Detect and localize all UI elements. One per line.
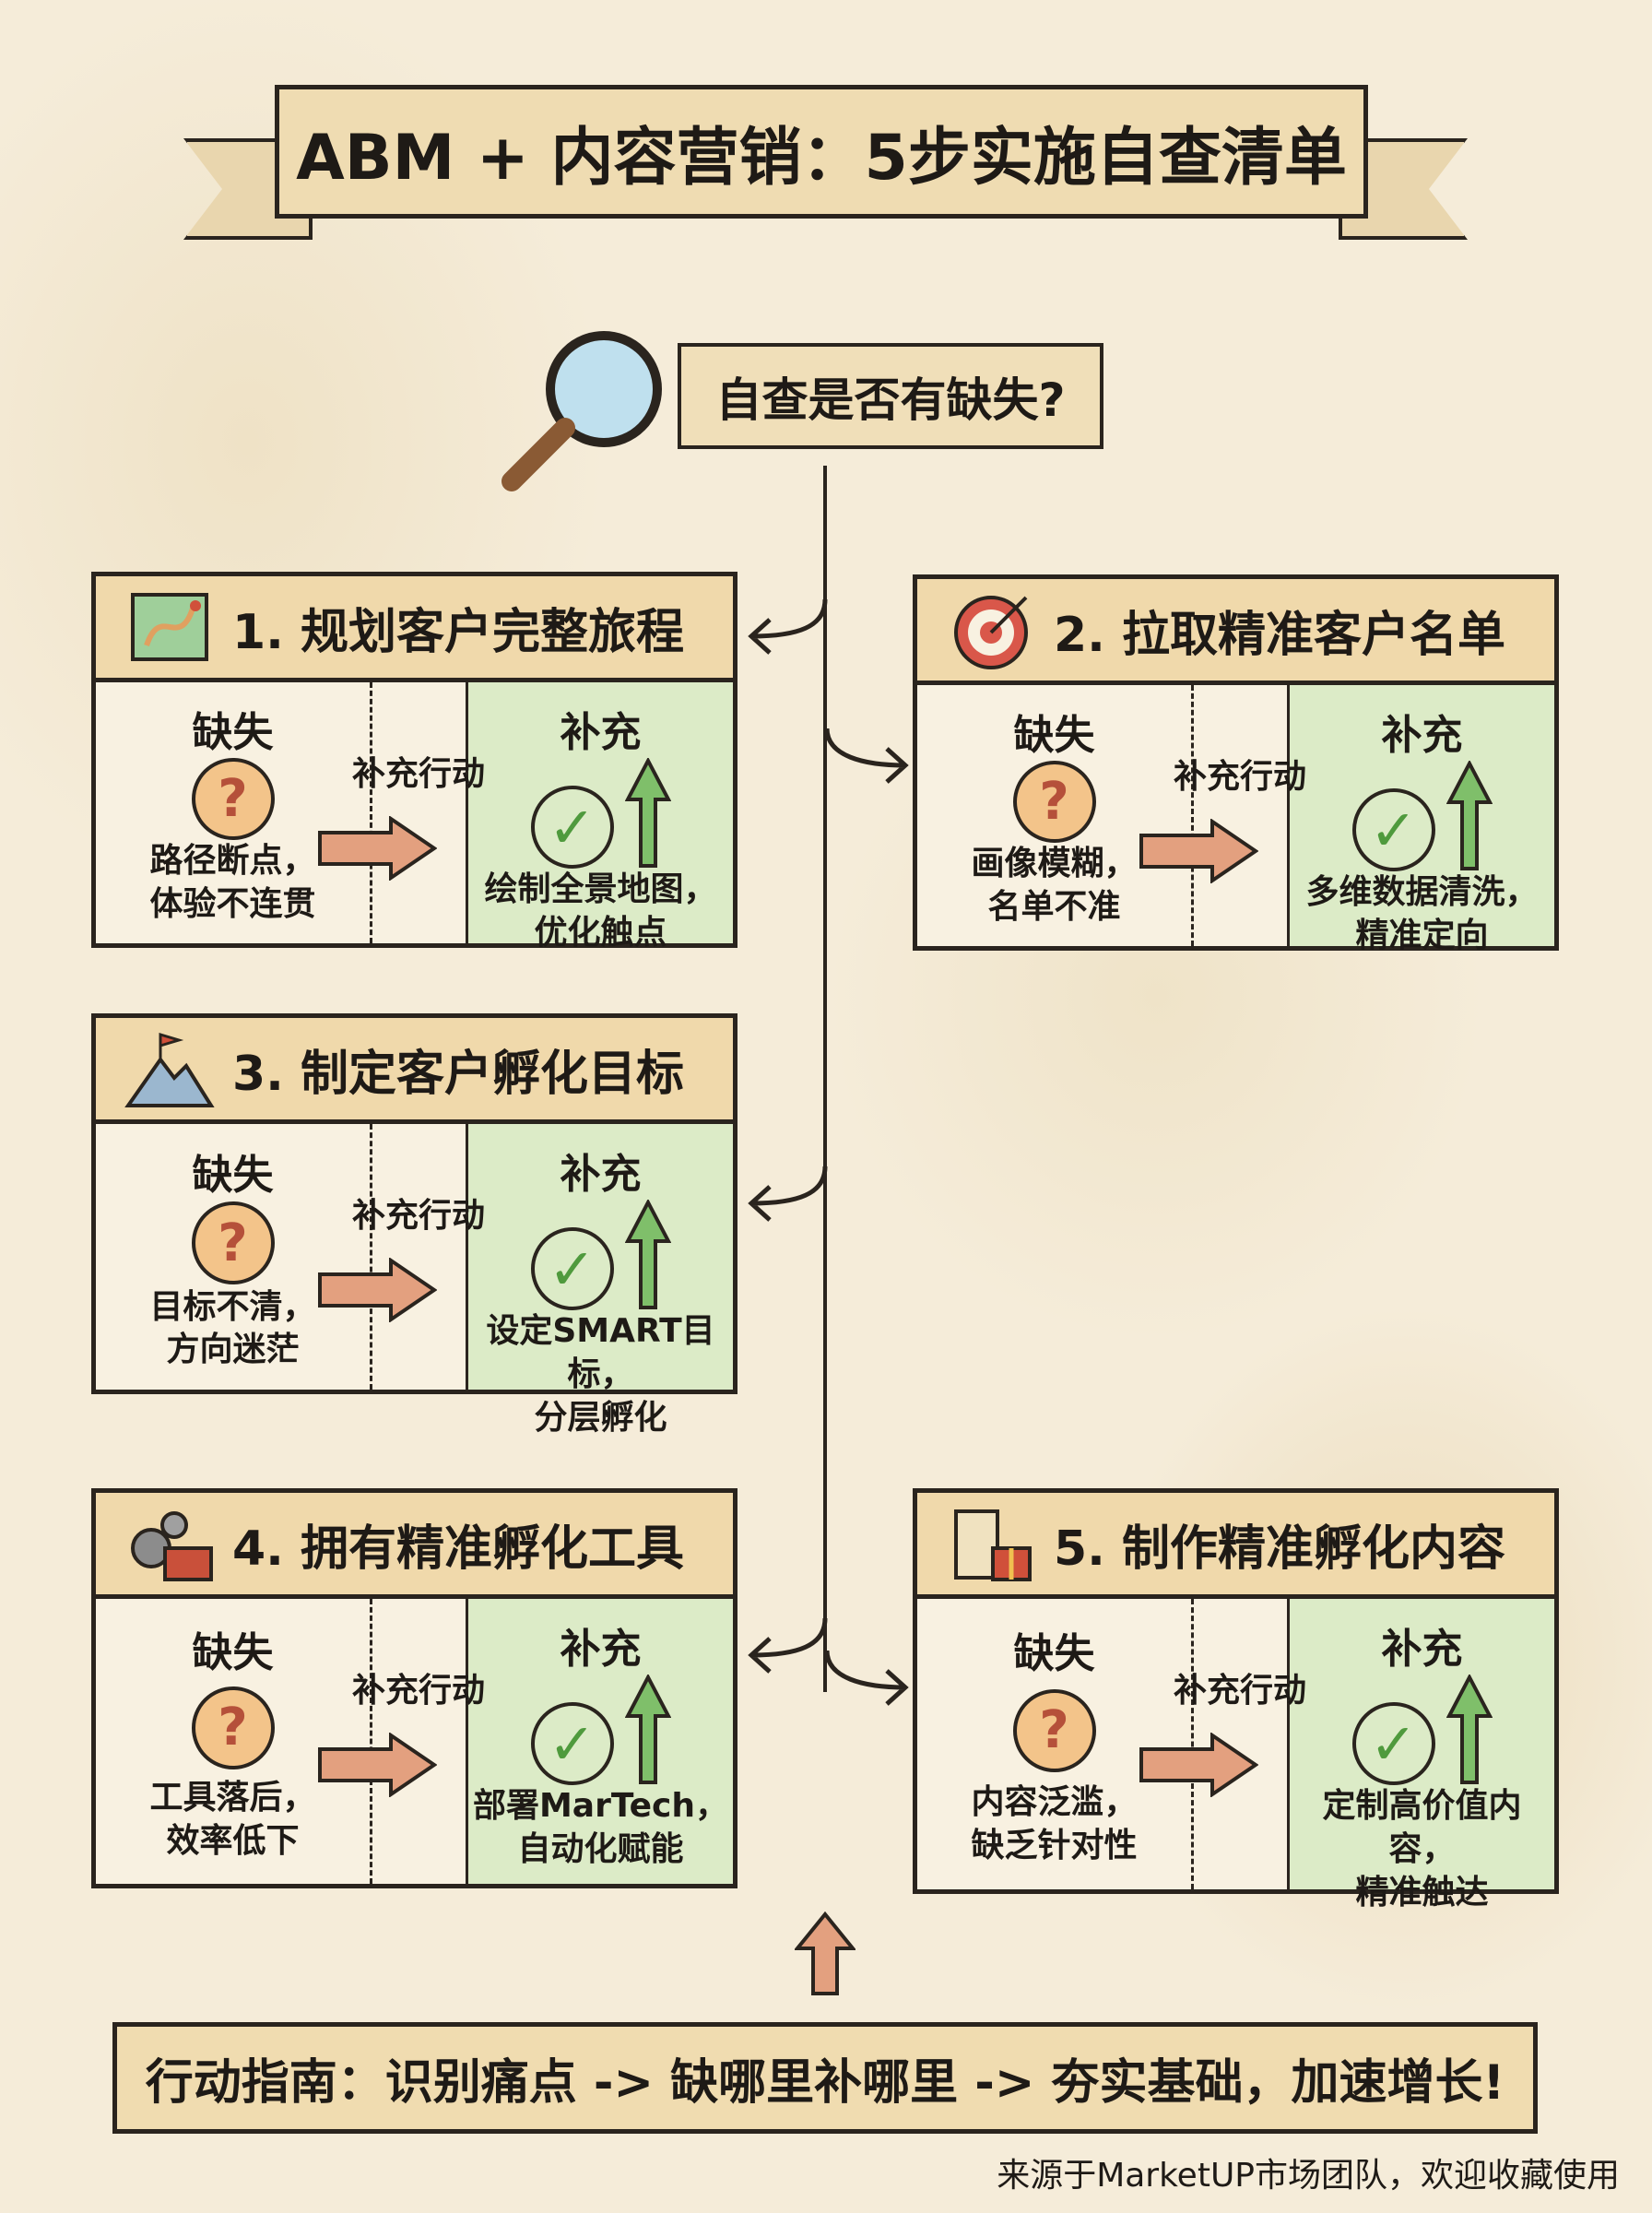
step-title: 1. 规划客户完整旅程 — [232, 604, 685, 660]
step-card-5: 5. 制作精准孵化内容 缺失 ? 内容泛滥， 缺乏针对性 补充行动 补充 ✓ 定… — [913, 1488, 1559, 1911]
step-header: 4. 拥有精准孵化工具 — [96, 1493, 733, 1599]
step-header: 2. 拉取精准客户名单 — [917, 579, 1554, 685]
missing-desc: 画像模糊， 名单不准 — [971, 845, 1138, 927]
action-label: 补充行动 — [351, 1672, 485, 1710]
add-label: 补充 — [560, 1626, 642, 1673]
step-title: 4. 拥有精准孵化工具 — [232, 1521, 685, 1577]
add-desc: 多维数据清洗， 精准定向 — [1305, 873, 1539, 954]
question-icon: ? — [191, 758, 275, 841]
action-label: 补充行动 — [1173, 1672, 1306, 1710]
action-label: 补充行动 — [351, 1197, 485, 1235]
missing-label: 缺失 — [192, 1151, 274, 1199]
action-column: 补充行动 — [1139, 685, 1306, 946]
step-title: 3. 制定客户孵化目标 — [232, 1046, 685, 1102]
action-column: 补充行动 — [1139, 1599, 1306, 1889]
action-column: 补充行动 — [318, 682, 485, 943]
add-column: 补充 ✓ 部署MarTech， 自动化赋能 — [468, 1599, 733, 1884]
missing-column: 缺失 ? 内容泛滥， 缺乏针对性 — [917, 1599, 1194, 1889]
add-column: 补充 ✓ 绘制全景地图， 优化触点 — [468, 682, 733, 952]
growth-arrow-icon — [624, 1675, 671, 1784]
growth-arrow-icon — [1446, 1675, 1493, 1784]
action-label: 补充行动 — [1173, 758, 1306, 796]
branch-arrow-left — [748, 1166, 828, 1222]
step-card-2: 2. 拉取精准客户名单 缺失 ? 画像模糊， 名单不准 补充行动 补充 ✓ 多维… — [913, 574, 1559, 954]
check-icon: ✓ — [1351, 788, 1435, 871]
step-header: 5. 制作精准孵化内容 — [917, 1493, 1554, 1599]
check-icon: ✓ — [530, 786, 614, 869]
missing-label: 缺失 — [192, 709, 274, 756]
missing-label: 缺失 — [192, 1629, 274, 1677]
add-desc: 部署MarTech， 自动化赋能 — [472, 1787, 729, 1868]
check-icon: ✓ — [1351, 1702, 1435, 1785]
missing-desc: 路径断点， 体验不连贯 — [149, 842, 316, 924]
title-banner: ABM + 内容营销：5步实施自查清单 — [275, 85, 1368, 219]
add-label: 补充 — [560, 1151, 642, 1198]
scroll-gift-icon — [954, 1509, 1032, 1581]
right-arrow-icon — [318, 1733, 437, 1797]
action-column: 补充行动 — [318, 1124, 485, 1390]
step-title: 5. 制作精准孵化内容 — [1054, 1521, 1506, 1577]
missing-desc: 内容泛滥， 缺乏针对性 — [971, 1783, 1138, 1864]
branch-arrow-right — [827, 728, 909, 784]
growth-arrow-icon — [624, 758, 671, 868]
add-column: 补充 ✓ 定制高价值内容， 精准触达 — [1290, 1599, 1554, 1911]
right-arrow-icon — [1139, 819, 1258, 883]
check-icon: ✓ — [530, 1702, 614, 1785]
page-title: ABM + 内容营销：5步实施自查清单 — [296, 122, 1347, 195]
missing-column: 缺失 ? 画像模糊， 名单不准 — [917, 685, 1194, 946]
step-header: 3. 制定客户孵化目标 — [96, 1018, 733, 1124]
target-icon — [954, 596, 1028, 669]
add-desc: 设定SMART目标， 分层孵化 — [486, 1312, 715, 1437]
missing-label: 缺失 — [1013, 712, 1095, 759]
magnifier-icon — [502, 331, 662, 491]
step-card-1: 1. 规划客户完整旅程 缺失 ? 路径断点， 体验不连贯 补充行动 补充 ✓ 绘… — [91, 572, 738, 952]
check-prompt-box: 自查是否有缺失? — [678, 343, 1103, 449]
question-icon: ? — [191, 1686, 275, 1769]
step-card-3: 3. 制定客户孵化目标 缺失 ? 目标不清， 方向迷茫 补充行动 补充 ✓ 设定… — [91, 1013, 738, 1437]
check-icon: ✓ — [530, 1227, 614, 1310]
right-arrow-icon — [318, 1258, 437, 1322]
right-arrow-icon — [1139, 1733, 1258, 1797]
add-column: 补充 ✓ 多维数据清洗， 精准定向 — [1290, 685, 1554, 954]
action-guide-box: 行动指南：识别痛点 -> 缺哪里补哪里 -> 夯实基础，加速增长! — [112, 2022, 1538, 2134]
growth-arrow-icon — [624, 1200, 671, 1309]
right-arrow-icon — [318, 816, 437, 881]
missing-column: 缺失 ? 路径断点， 体验不连贯 — [96, 682, 372, 943]
action-column: 补充行动 — [318, 1599, 485, 1884]
question-icon: ? — [1012, 761, 1096, 844]
up-arrow-icon — [795, 1911, 856, 1995]
action-label: 补充行动 — [351, 755, 485, 793]
branch-arrow-right — [827, 1651, 909, 1706]
action-guide: 行动指南：识别痛点 -> 缺哪里补哪里 -> 夯实基础，加速增长! — [145, 2055, 1505, 2111]
missing-label: 缺失 — [1013, 1630, 1095, 1678]
gears-toolbox-icon — [131, 1511, 213, 1581]
add-label: 补充 — [1381, 712, 1463, 759]
missing-column: 缺失 ? 目标不清， 方向迷茫 — [96, 1124, 372, 1390]
growth-arrow-icon — [1446, 761, 1493, 870]
branch-arrow-left — [748, 599, 828, 655]
add-desc: 绘制全景地图， 优化触点 — [484, 870, 717, 952]
question-icon: ? — [191, 1201, 275, 1285]
missing-column: 缺失 ? 工具落后， 效率低下 — [96, 1599, 372, 1884]
map-icon — [131, 593, 208, 661]
add-desc: 定制高价值内容， 精准触达 — [1322, 1787, 1522, 1911]
missing-desc: 目标不清， 方向迷茫 — [149, 1287, 316, 1369]
missing-desc: 工具落后， 效率低下 — [149, 1779, 316, 1860]
check-prompt: 自查是否有缺失? — [715, 373, 1066, 427]
mountain-flag-icon — [124, 1032, 215, 1107]
question-icon: ? — [1012, 1688, 1096, 1772]
step-header: 1. 规划客户完整旅程 — [96, 576, 733, 682]
add-label: 补充 — [560, 709, 642, 756]
branch-arrow-left — [748, 1618, 828, 1674]
step-title: 2. 拉取精准客户名单 — [1054, 607, 1506, 663]
source-footer: 来源于MarketUP市场团队，欢迎收藏使用 — [997, 2157, 1620, 2195]
add-column: 补充 ✓ 设定SMART目标， 分层孵化 — [468, 1124, 733, 1437]
flow-line — [823, 466, 827, 1692]
step-card-4: 4. 拥有精准孵化工具 缺失 ? 工具落后， 效率低下 补充行动 补充 ✓ 部署… — [91, 1488, 738, 1888]
add-label: 补充 — [1381, 1626, 1463, 1673]
